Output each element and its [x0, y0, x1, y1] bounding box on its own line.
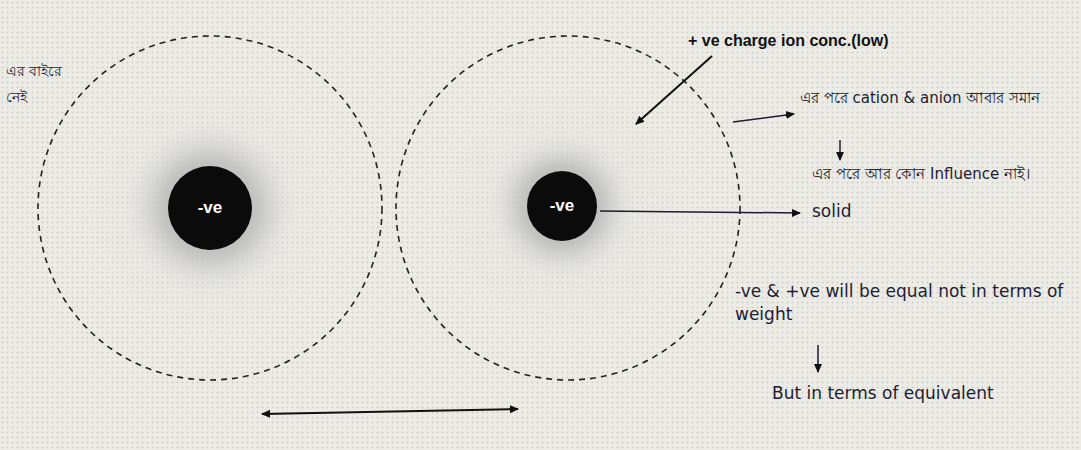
charge-label: -ve [550, 196, 575, 216]
charge-label: -ve [198, 198, 223, 218]
handwritten-note: এর বাইরে [6, 62, 62, 81]
pointer-arrow [636, 56, 712, 124]
handwritten-note: But in terms of equivalent [772, 382, 994, 405]
down-arrow [839, 140, 841, 160]
ion-halo [488, 132, 636, 280]
ion-halo [122, 120, 298, 296]
callout-label: + ve charge ion conc.(low) [688, 30, 889, 52]
distance-arrow [262, 409, 518, 414]
handwritten-note: solid [812, 200, 852, 223]
handwritten-note: নেই [6, 88, 27, 107]
handwritten-note: এর পরে cation & anion আবার সমান [800, 88, 1040, 108]
down-arrow [817, 345, 819, 372]
outer-haze [415, 58, 715, 358]
charged-core: -ve [168, 166, 252, 250]
dashed-boundary [38, 36, 382, 380]
note-arrow [733, 114, 794, 122]
handwritten-note: -ve & +ve will be equal not in terms of … [735, 280, 1075, 326]
charged-core: -ve [527, 171, 597, 241]
dashed-boundary [396, 36, 740, 380]
handwritten-note: এর পরে আর কোন Influence নাই। [812, 164, 1030, 184]
outer-haze [60, 58, 360, 358]
solid-arrow [600, 211, 800, 213]
